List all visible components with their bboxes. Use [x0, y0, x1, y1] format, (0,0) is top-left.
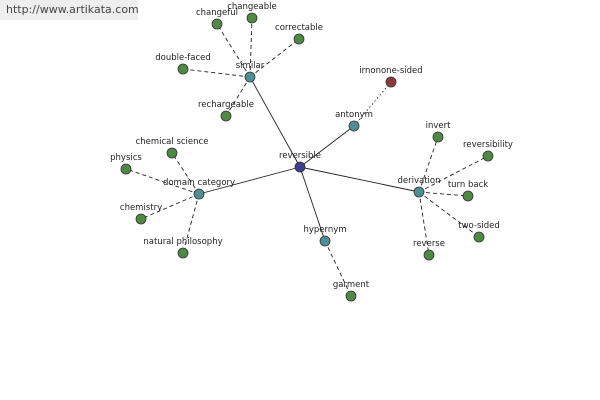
edge-derivation-reverse	[418, 191, 430, 256]
edge-reversible-derivation	[299, 166, 420, 193]
edge-similar-changeful	[216, 23, 251, 78]
term-node-label: correctable	[275, 23, 323, 33]
relation-node-domain-category[interactable]: domain category	[163, 178, 235, 200]
edge-reversible-antonym	[299, 125, 355, 168]
relation-node-antonym[interactable]: antonym	[335, 110, 373, 132]
term-node-reverse[interactable]: reverse	[413, 239, 445, 261]
term-node-natural-philosophy[interactable]: natural philosophy	[143, 237, 223, 259]
term-node-label: changeable	[227, 2, 276, 12]
term-node-marker[interactable]	[135, 213, 147, 225]
edge-domain-category-physics	[125, 168, 200, 195]
term-node-garment[interactable]: garment	[333, 280, 370, 302]
term-node-double-faced[interactable]: double-faced	[155, 53, 211, 75]
term-node-marker[interactable]	[423, 249, 435, 261]
term-node-label: rechargeable	[198, 100, 254, 110]
term-node-label: double-faced	[155, 53, 211, 63]
edge-antonym-irnonone-sided	[353, 81, 392, 127]
term-node-label: garment	[333, 280, 370, 290]
relation-node-marker[interactable]	[413, 186, 425, 198]
graph-edges	[125, 17, 489, 297]
term-node-marker[interactable]	[211, 18, 223, 30]
relation-node-similar[interactable]: similar	[236, 61, 265, 83]
edge-similar-rechargeable	[225, 76, 251, 117]
term-node-marker[interactable]	[120, 163, 132, 175]
term-node-label: chemistry	[120, 203, 162, 213]
term-node-marker[interactable]	[462, 190, 474, 202]
source-url-label[interactable]: http://www.artikata.com	[0, 0, 139, 20]
term-node-label: invert	[426, 121, 452, 131]
relation-node-derivation[interactable]: derivation	[397, 176, 441, 198]
relation-node-label: similar	[236, 61, 265, 71]
edge-derivation-reversibility	[418, 155, 489, 193]
edge-similar-double-faced	[182, 68, 251, 78]
term-node-two-sided[interactable]: two-sided	[458, 221, 500, 243]
term-node-changeable[interactable]: changeable	[227, 2, 277, 24]
edge-reversible-similar	[249, 76, 301, 168]
term-node-marker[interactable]	[385, 76, 397, 88]
relation-node-label: antonym	[335, 110, 373, 120]
center-node-marker[interactable]	[294, 161, 306, 173]
term-node-marker[interactable]	[473, 231, 485, 243]
edge-reversible-domain-category	[198, 166, 301, 195]
relation-node-hypernym[interactable]: hypernym	[303, 225, 347, 247]
edge-similar-changeable	[249, 17, 253, 78]
term-node-label: changeful	[196, 8, 238, 18]
term-node-label: physics	[110, 153, 142, 163]
term-node-label: irnonone-sided	[359, 66, 422, 76]
term-node-marker[interactable]	[482, 150, 494, 162]
relation-node-marker[interactable]	[244, 71, 256, 83]
edge-domain-category-natural-philosophy	[182, 193, 200, 254]
term-node-label: turn back	[448, 180, 488, 190]
term-node-label: chemical science	[136, 137, 209, 147]
term-node-invert[interactable]: invert	[426, 121, 452, 143]
edge-derivation-invert	[418, 136, 439, 193]
edge-reversible-hypernym	[299, 166, 326, 242]
center-node-reversible[interactable]: reversible	[279, 151, 321, 173]
relation-node-marker[interactable]	[193, 188, 205, 200]
edge-similar-correctable	[249, 38, 300, 78]
term-node-chemistry[interactable]: chemistry	[120, 203, 162, 225]
edge-derivation-turn-back	[418, 191, 469, 197]
term-node-marker[interactable]	[345, 290, 357, 302]
term-node-irnonone-sided[interactable]: irnonone-sided	[359, 66, 423, 88]
edge-hypernym-garment	[324, 240, 352, 297]
relation-node-label: domain category	[163, 178, 235, 188]
term-node-marker[interactable]	[177, 63, 189, 75]
term-node-marker[interactable]	[220, 110, 232, 122]
term-node-label: two-sided	[458, 221, 500, 231]
term-node-changeful[interactable]: changeful	[196, 8, 238, 30]
term-node-physics[interactable]: physics	[110, 153, 142, 175]
relation-node-marker[interactable]	[348, 120, 360, 132]
relation-node-label: derivation	[397, 176, 440, 186]
term-node-marker[interactable]	[246, 12, 258, 24]
term-node-label: natural philosophy	[143, 237, 222, 247]
edge-derivation-two-sided	[418, 191, 480, 238]
term-node-marker[interactable]	[177, 247, 189, 259]
term-node-marker[interactable]	[166, 147, 178, 159]
edge-domain-category-chemistry	[140, 193, 200, 220]
term-node-correctable[interactable]: correctable	[275, 23, 323, 45]
term-node-label: reverse	[413, 239, 445, 249]
relation-node-label: hypernym	[303, 225, 346, 235]
edge-domain-category-chemical-science	[171, 152, 200, 195]
term-node-reversibility[interactable]: reversibility	[463, 140, 513, 162]
term-node-turn-back[interactable]: turn back	[448, 180, 488, 202]
term-node-marker[interactable]	[432, 131, 444, 143]
center-node-label: reversible	[279, 151, 321, 161]
term-node-rechargeable[interactable]: rechargeable	[198, 100, 254, 122]
relation-node-marker[interactable]	[319, 235, 331, 247]
term-node-label: reversibility	[463, 140, 513, 150]
term-node-chemical-science[interactable]: chemical science	[136, 137, 209, 159]
term-node-marker[interactable]	[293, 33, 305, 45]
